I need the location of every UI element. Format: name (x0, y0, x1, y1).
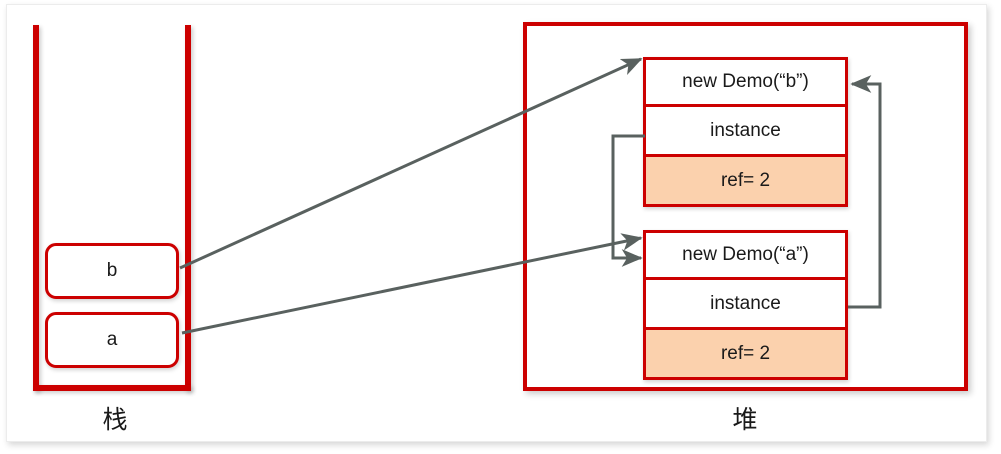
stack-zone-label: 栈 (102, 406, 128, 434)
stack-border-right (185, 25, 191, 391)
heap-zone-label: 堆 (732, 406, 758, 434)
heap-object-title: new Demo(“b”) (643, 57, 848, 107)
stack-slot-label: b (106, 260, 118, 281)
stack-slot-label: a (106, 329, 118, 350)
stack-border-left (33, 25, 39, 391)
heap-object-field-instance: instance (643, 280, 848, 330)
heap-object-refcount: ref= 2 (643, 330, 848, 380)
heap-object-title: new Demo(“a”) (643, 230, 848, 280)
heap-object-field-instance: instance (643, 107, 848, 157)
heap-object-refcount: ref= 2 (643, 157, 848, 207)
stack-border-bottom (33, 385, 191, 391)
stack-slot-b[interactable]: b (45, 243, 179, 299)
stack-slot-a[interactable]: a (45, 312, 179, 368)
heap-object-demo-a[interactable]: new Demo(“a”) instance ref= 2 (643, 230, 848, 380)
heap-object-demo-b[interactable]: new Demo(“b”) instance ref= 2 (643, 57, 848, 207)
